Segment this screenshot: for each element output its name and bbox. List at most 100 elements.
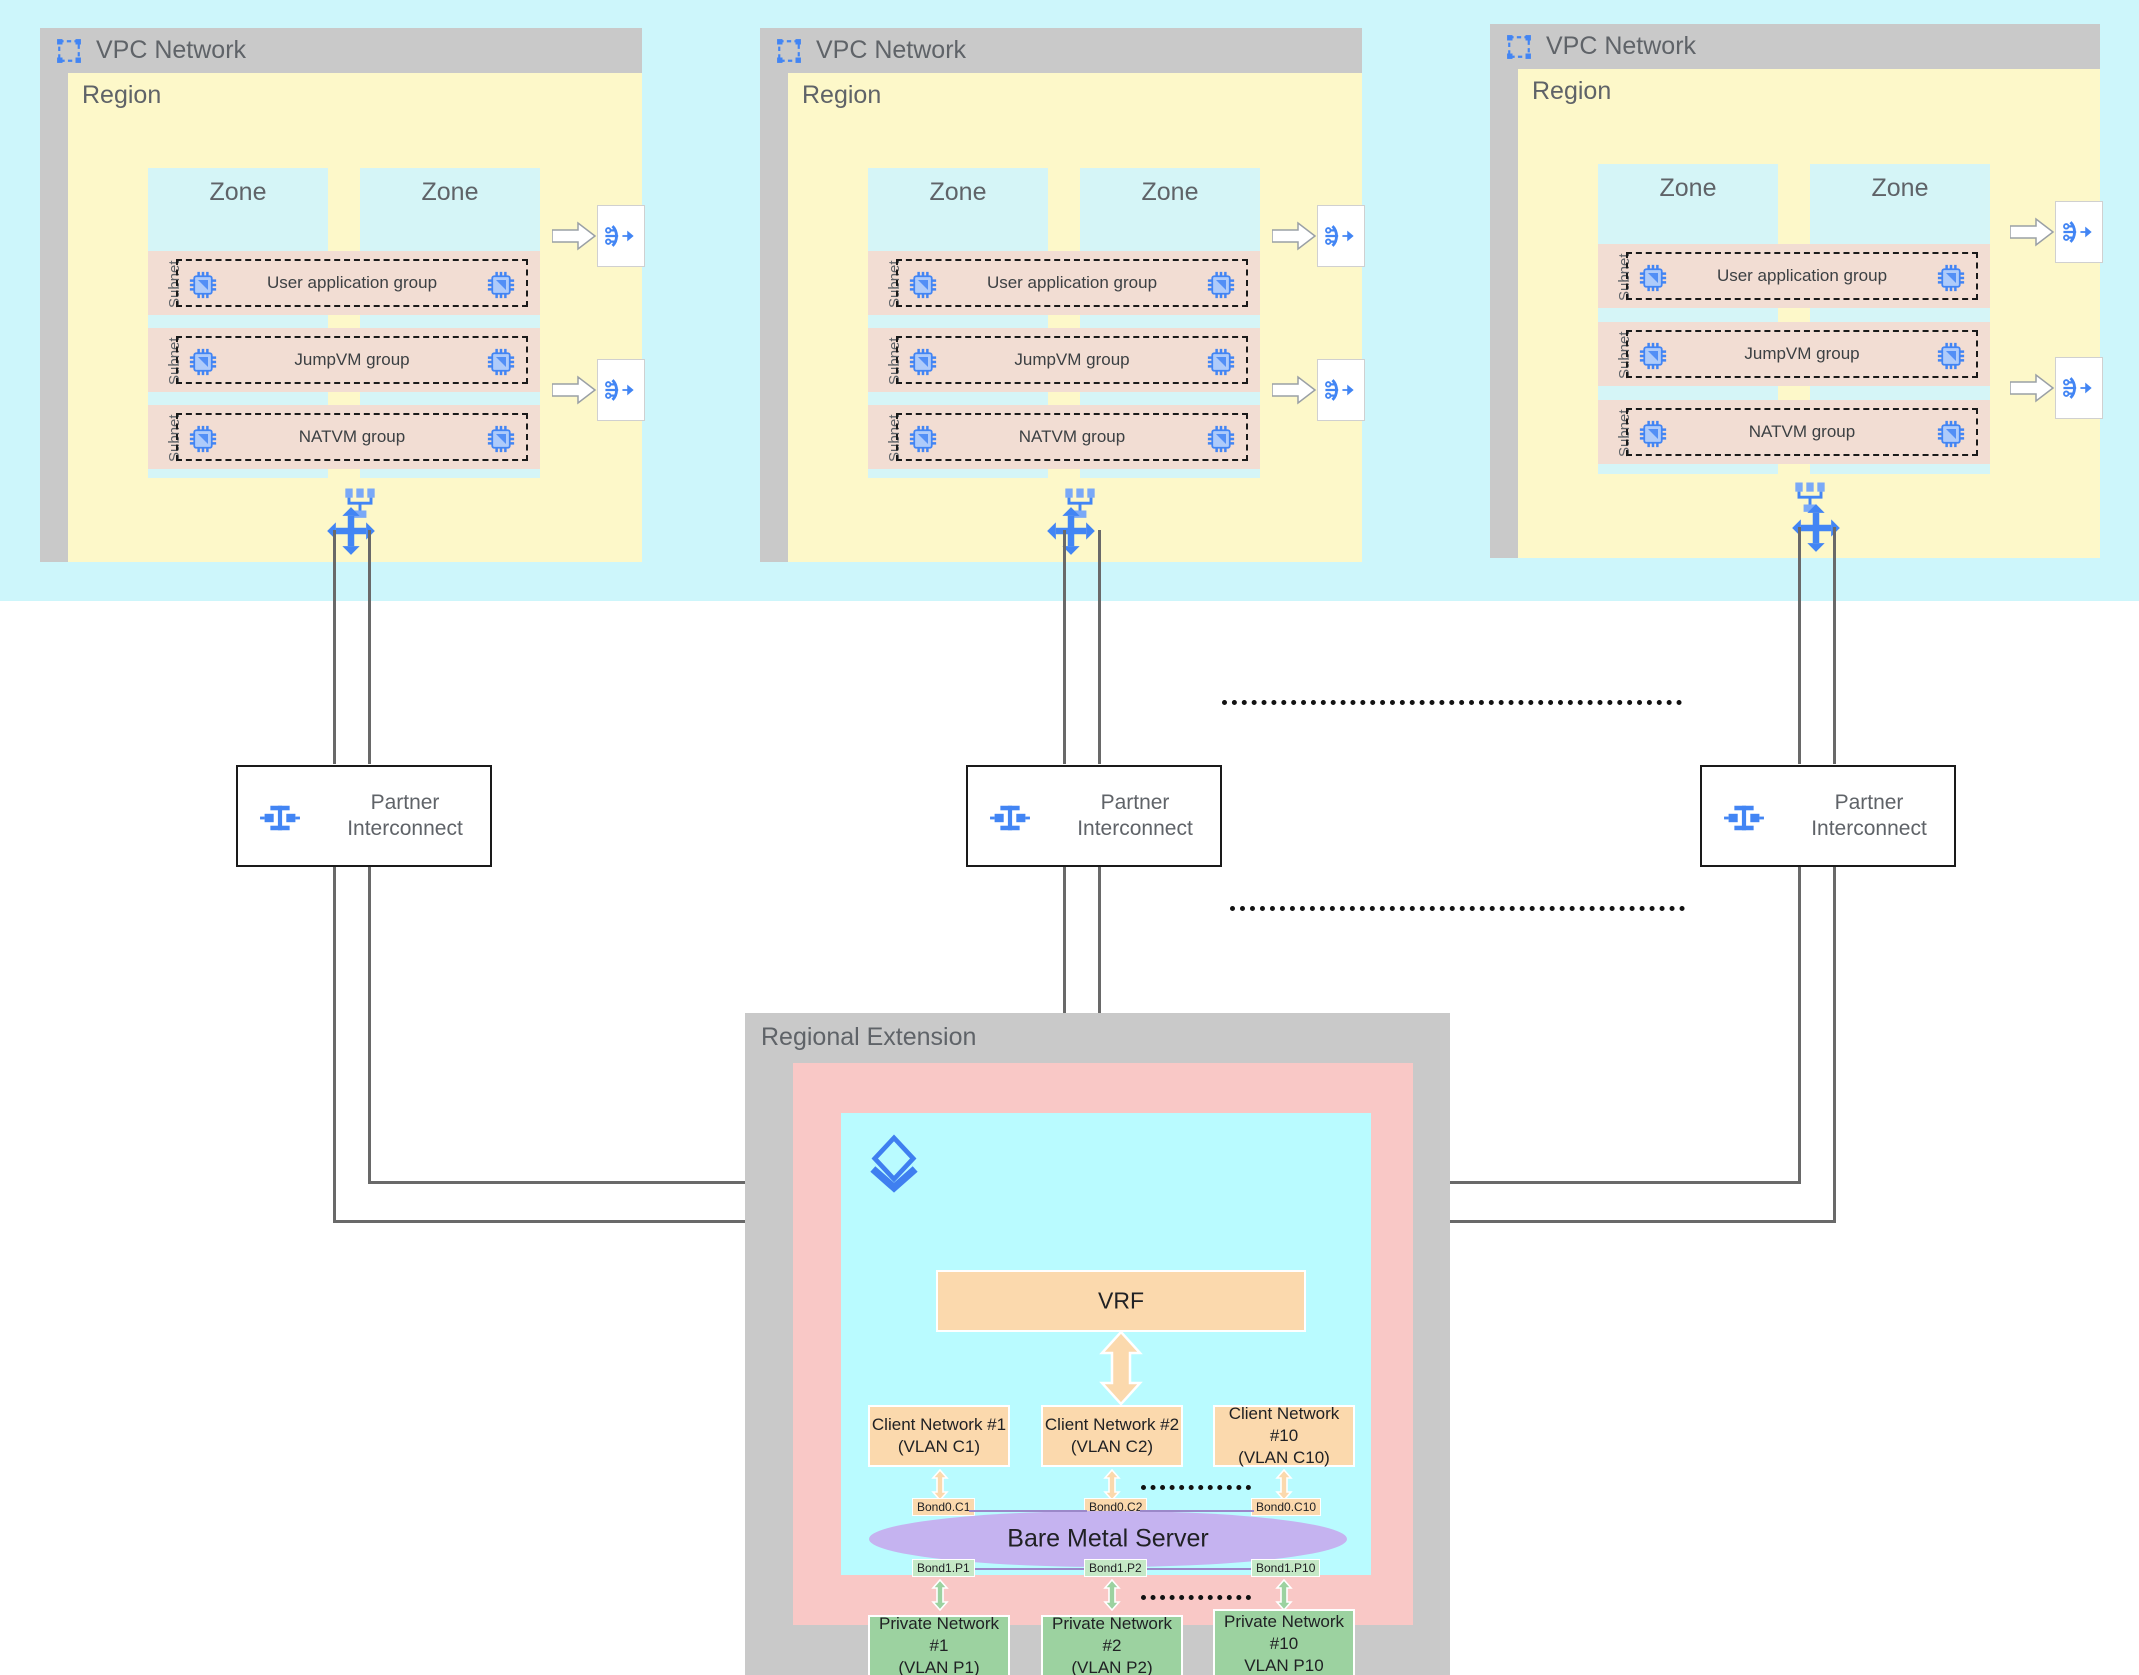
partner-interconnect-icon [260, 805, 300, 831]
cloud-nat-icon [1325, 379, 1354, 401]
subnet-row-3[interactable]: Subnet NATVM group [1598, 400, 1990, 464]
vm-instance-icon [487, 271, 515, 299]
bms-top-rail-a [969, 1510, 1087, 1512]
cloud-nat-1b[interactable] [597, 359, 645, 421]
bond-label-p10: Bond1.P10 [1251, 1559, 1321, 1577]
region-label: Region [82, 81, 162, 109]
instance-group-natvm[interactable]: NATVM group [1626, 408, 1978, 456]
vm-instance-icon [1639, 342, 1667, 370]
instance-group-natvm[interactable]: NATVM group [896, 413, 1248, 461]
vm-instance-icon [487, 348, 515, 376]
ellipsis-dotted-line-top [1222, 700, 1682, 705]
cloud-nat-icon [1325, 225, 1354, 247]
private-network-2[interactable]: Private Network #2(VLAN P2) [1041, 1614, 1183, 1675]
vm-instance-icon [909, 271, 937, 299]
vpc-network-3[interactable]: VPC Network Region Zone Zone Subnet User… [1490, 24, 2100, 558]
subnet-row-3[interactable]: Subnet NATVM group [148, 405, 540, 469]
cloud-nat-icon [2063, 377, 2092, 399]
client-network-2[interactable]: Client Network #2(VLAN C2) [1041, 1405, 1183, 1467]
client-ellipsis-dots [1141, 1485, 1251, 1490]
bare-metal-server[interactable]: Bare Metal Server [869, 1511, 1347, 1567]
regional-extension-inner: VRF Client Network #1(VLAN C1) Client Ne… [793, 1063, 1413, 1675]
vm-instance-icon [1937, 264, 1965, 292]
bare-metal-server-label: Bare Metal Server [1007, 1524, 1209, 1553]
link-vpc2-pi-b [1098, 530, 1101, 764]
instance-group-jumpvm[interactable]: JumpVM group [1626, 330, 1978, 378]
private-link-arrow-2 [1103, 1579, 1121, 1611]
instance-group-natvm[interactable]: NATVM group [176, 413, 528, 461]
private-network-1[interactable]: Private Network #1(VLAN P1) [868, 1614, 1010, 1675]
cloud-nat-3a[interactable] [2055, 201, 2103, 263]
instance-group-jumpvm[interactable]: JumpVM group [896, 336, 1248, 384]
vpc-network-title: VPC Network [96, 36, 247, 64]
vpn-gateway-icon[interactable] [1045, 505, 1097, 557]
link-pi3-vrf-a-v [1798, 866, 1801, 1184]
instance-group-label: NATVM group [1748, 422, 1856, 441]
vm-instance-icon [1207, 348, 1235, 376]
bms-top-rail-b [1140, 1510, 1254, 1512]
cloud-router-icon [345, 488, 375, 518]
bond-label-p2: Bond1.P2 [1084, 1559, 1147, 1577]
partner-interconnect-icon [990, 805, 1030, 831]
link-pi3-vrf-a-h [1308, 1181, 1801, 1184]
subnet-row-2[interactable]: Subnet JumpVM group [868, 328, 1260, 392]
vm-instance-icon [189, 348, 217, 376]
link-vpc2-pi-a [1063, 530, 1066, 764]
link-pi3-vrf-b-h [1308, 1220, 1836, 1223]
vm-instance-icon [487, 425, 515, 453]
instance-group-label: JumpVM group [1014, 350, 1130, 369]
cloud-nat-2a[interactable] [1317, 205, 1365, 267]
vrf-box[interactable]: VRF [936, 1270, 1306, 1332]
client-link-arrow-10 [1275, 1469, 1293, 1501]
link-pi1-vrf-b-v [368, 866, 371, 1184]
bond-label-p1: Bond1.P1 [912, 1559, 975, 1577]
instance-group-user-app[interactable]: User application group [896, 259, 1248, 307]
zone-label: Zone [209, 178, 267, 206]
instance-group-user-app[interactable]: User application group [176, 259, 528, 307]
client-network-10[interactable]: Client Network #10(VLAN C10) [1213, 1404, 1355, 1467]
layers-stack-icon [870, 1134, 918, 1193]
vrf-label: VRF [1098, 1287, 1144, 1314]
partner-interconnect-icon [1724, 805, 1764, 831]
arrow-to-nat [2010, 373, 2055, 403]
link-pi1-vrf-a-h [333, 1220, 843, 1223]
link-vpc3-pi-b [1833, 527, 1836, 764]
instance-group-user-app[interactable]: User application group [1626, 252, 1978, 300]
vpc-network-title: VPC Network [1546, 32, 1697, 60]
vpc-network-1[interactable]: VPC Network Region Zone Zone Subnet [40, 28, 642, 562]
private-link-arrow-10 [1275, 1579, 1293, 1611]
client-network-1[interactable]: Client Network #1(VLAN C1) [868, 1405, 1010, 1467]
link-pi3-vrf-b-v [1833, 866, 1836, 1223]
vm-instance-icon [1207, 425, 1235, 453]
subnet-row-2[interactable]: Subnet JumpVM group [148, 328, 540, 392]
instance-group-label: JumpVM group [294, 350, 410, 369]
vpc-network-2[interactable]: VPC Network Region Zone Zone Subnet User… [760, 28, 1362, 562]
subnet-row-1[interactable]: Subnet User application group [148, 251, 540, 315]
subnet-row-1[interactable]: Subnet User application group [1598, 244, 1990, 308]
regional-extension-title: Regional Extension [761, 1023, 977, 1051]
vm-instance-icon [909, 425, 937, 453]
vm-instance-icon [1937, 420, 1965, 448]
cloud-nat-3b[interactable] [2055, 357, 2103, 419]
arrow-to-nat [1272, 375, 1317, 405]
instance-group-jumpvm[interactable]: JumpVM group [176, 336, 528, 384]
subnet-row-2[interactable]: Subnet JumpVM group [1598, 322, 1990, 386]
zone-label: Zone [421, 178, 479, 206]
link-vpc1-pi-a [333, 530, 336, 764]
vm-instance-icon [1937, 342, 1965, 370]
cloud-nat-1a[interactable] [597, 205, 645, 267]
link-vpc1-pi-b [368, 530, 371, 764]
cloud-nat-2b[interactable] [1317, 359, 1365, 421]
subnet-row-1[interactable]: Subnet User application group [868, 251, 1260, 315]
subnet-row-3[interactable]: Subnet NATVM group [868, 405, 1260, 469]
vrf-to-server-arrow [1099, 1331, 1143, 1405]
regional-extension[interactable]: Regional Extension VRF Client Ne [745, 1013, 1450, 1675]
cloud-nat-icon [605, 379, 634, 401]
